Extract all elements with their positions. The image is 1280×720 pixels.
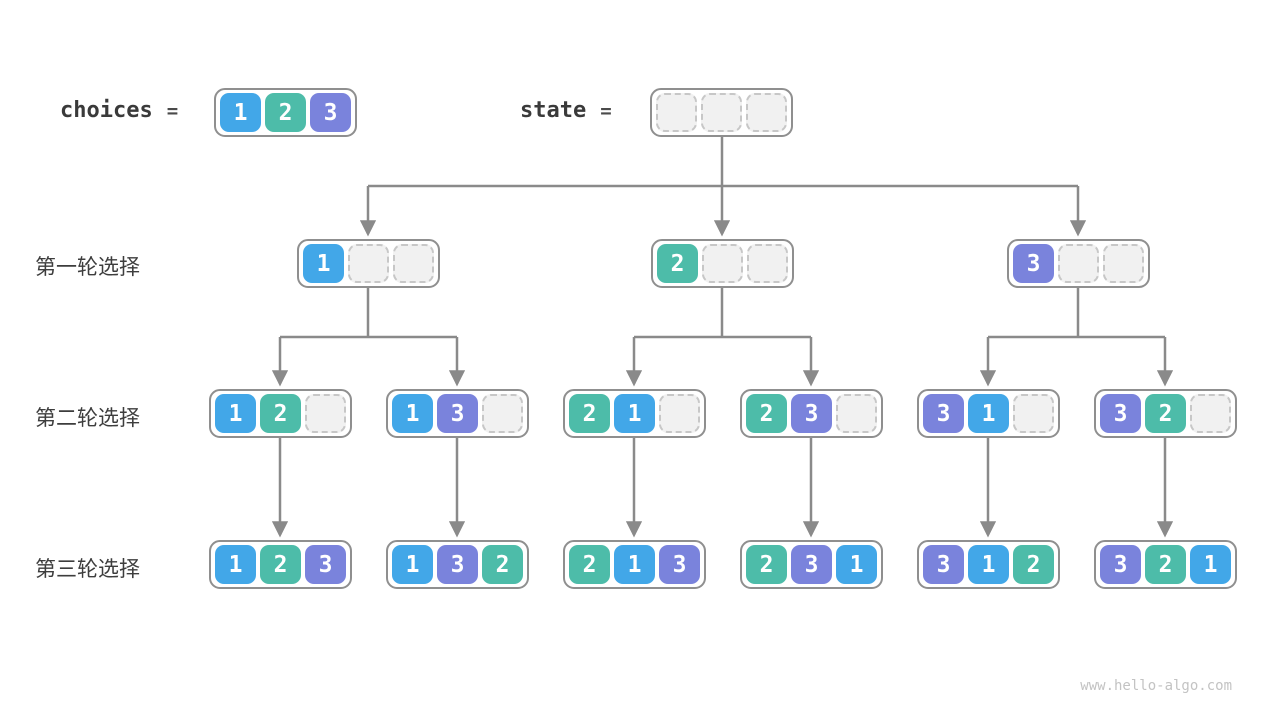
empty-cell: [1103, 244, 1144, 283]
array-cell-1: 1: [614, 394, 655, 433]
array-cell-3: 3: [1013, 244, 1054, 283]
empty-cell: [659, 394, 700, 433]
choices-label: choices: [60, 98, 153, 123]
row-label-round-1: 第一轮选择: [35, 256, 140, 279]
array-cell-3: 3: [305, 545, 346, 584]
array-cell-2: 2: [569, 394, 610, 433]
empty-cell: [1013, 394, 1054, 433]
row-label-round-2: 第二轮选择: [35, 407, 140, 430]
array-cell-2: 2: [482, 545, 523, 584]
array-cell-2: 2: [1145, 394, 1186, 433]
array-cell-2: 2: [265, 93, 306, 132]
array-cell-3: 3: [310, 93, 351, 132]
array-cell-1: 1: [303, 244, 344, 283]
array-cell-3: 3: [437, 545, 478, 584]
state-array-round1-3: 3: [1007, 239, 1150, 288]
array-cell-3: 3: [1100, 545, 1141, 584]
empty-cell: [656, 93, 697, 132]
empty-cell: [305, 394, 346, 433]
empty-cell: [393, 244, 434, 283]
choices-expression: choices =: [60, 98, 178, 123]
array-cell-1: 1: [392, 394, 433, 433]
empty-cell: [702, 244, 743, 283]
empty-cell: [747, 244, 788, 283]
array-cell-3: 3: [791, 545, 832, 584]
array-cell-3: 3: [923, 394, 964, 433]
array-cell-3: 3: [437, 394, 478, 433]
array-cell-1: 1: [1190, 545, 1231, 584]
state-expression: state =: [520, 98, 612, 123]
array-cell-2: 2: [657, 244, 698, 283]
array-cell-1: 1: [392, 545, 433, 584]
array-cell-3: 3: [659, 545, 700, 584]
array-cell-3: 3: [1100, 394, 1141, 433]
array-cell-1: 1: [215, 394, 256, 433]
empty-cell: [701, 93, 742, 132]
array-cell-1: 1: [836, 545, 877, 584]
array-cell-1: 1: [220, 93, 261, 132]
array-cell-2: 2: [746, 545, 787, 584]
empty-cell: [746, 93, 787, 132]
empty-cell: [348, 244, 389, 283]
watermark: www.hello-algo.com: [1080, 678, 1232, 694]
state-equals-sign: =: [600, 100, 612, 122]
state-label: state: [520, 98, 587, 123]
array-cell-3: 3: [923, 545, 964, 584]
state-array-round1-1: 1: [297, 239, 440, 288]
array-cell-2: 2: [260, 545, 301, 584]
empty-cell: [836, 394, 877, 433]
array-cell-2: 2: [569, 545, 610, 584]
array-cell-2: 2: [746, 394, 787, 433]
array-cell-2: 2: [1145, 545, 1186, 584]
array-cell-2: 2: [1013, 545, 1054, 584]
state-array-round1-2: 2: [651, 239, 794, 288]
array-cell-1: 1: [215, 545, 256, 584]
empty-cell: [482, 394, 523, 433]
choices-equals-sign: =: [166, 100, 179, 122]
state-array: [650, 88, 793, 137]
row-label-round-3: 第三轮选择: [35, 558, 140, 581]
array-cell-1: 1: [968, 394, 1009, 433]
array-cell-1: 1: [614, 545, 655, 584]
empty-cell: [1190, 394, 1231, 433]
array-cell-3: 3: [791, 394, 832, 433]
empty-cell: [1058, 244, 1099, 283]
array-cell-1: 1: [968, 545, 1009, 584]
array-cell-2: 2: [260, 394, 301, 433]
